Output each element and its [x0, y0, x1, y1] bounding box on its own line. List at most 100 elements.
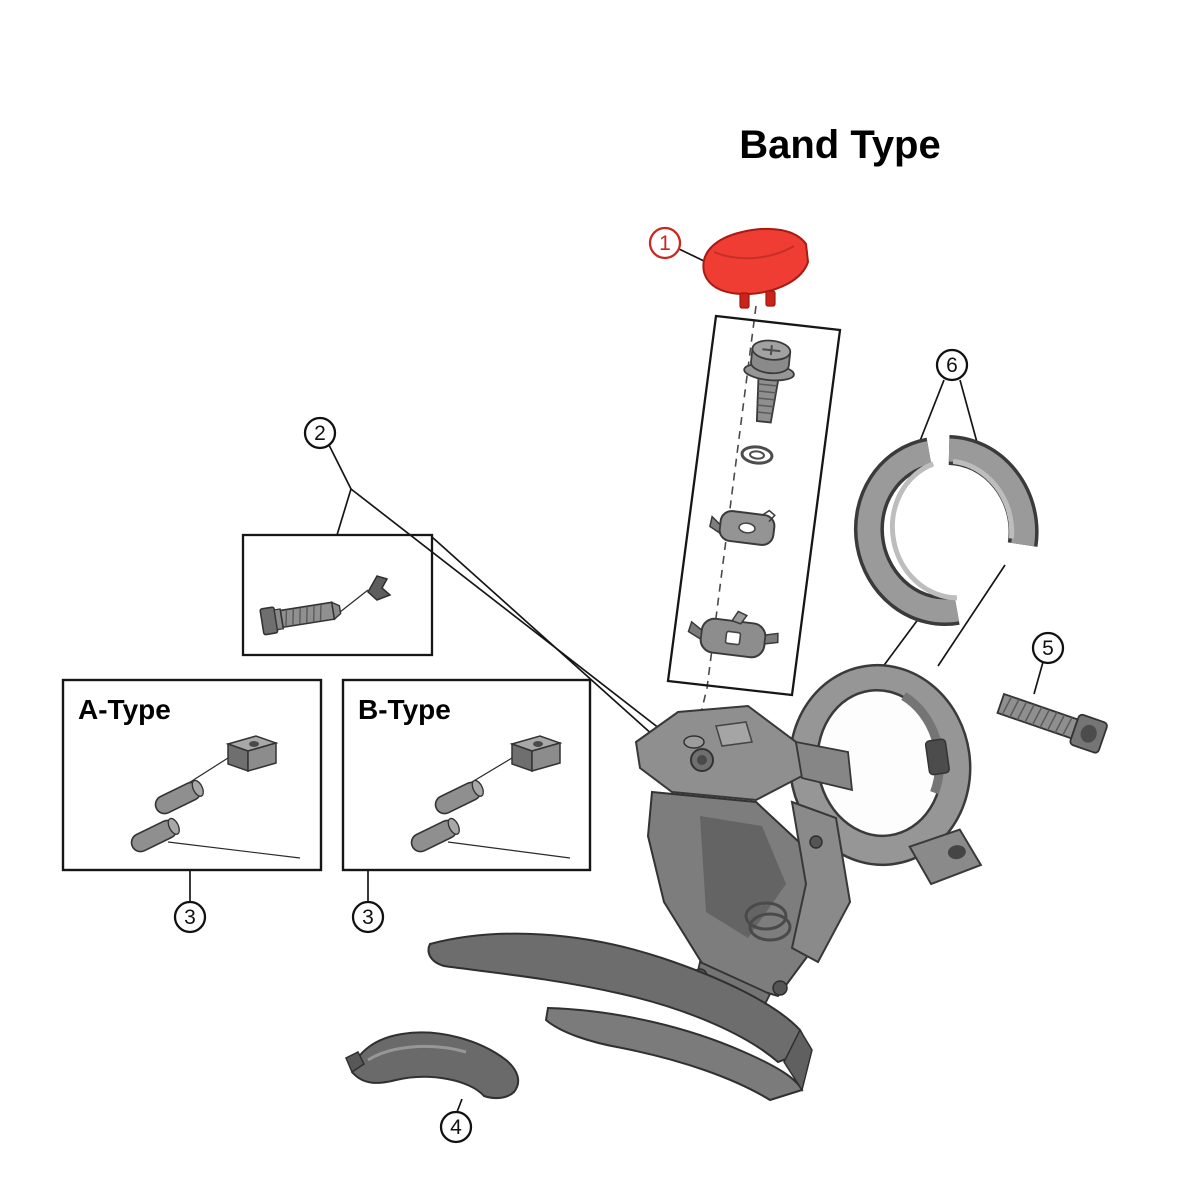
support-plate — [709, 509, 776, 546]
shim-left-face — [857, 441, 959, 623]
b-type-frame — [341, 678, 592, 872]
callout-5-number: 5 — [1042, 637, 1054, 660]
callout-2: 2 — [303, 416, 337, 450]
cover-crease — [713, 245, 795, 260]
mount-block-hole — [249, 741, 259, 747]
pin-end — [167, 817, 180, 835]
bolt-threads — [757, 383, 777, 415]
stopper-plate-ear-right — [763, 632, 779, 645]
skid-plate-shape — [350, 1031, 520, 1100]
leader-line — [328, 444, 352, 536]
clamp-band-slot — [924, 738, 950, 776]
callout-5: 5 — [1031, 631, 1065, 665]
callout-1-circle — [648, 226, 682, 260]
cage-inner-plate — [544, 1006, 804, 1102]
callout-3a-circle — [173, 900, 207, 934]
callout-2-circle — [303, 416, 337, 450]
stopper-plate-hole — [724, 630, 742, 646]
b-type-label: B-Type — [358, 694, 451, 725]
internal-leader-line — [447, 841, 571, 859]
callout-3b-circle — [351, 900, 385, 934]
a-type-box: A-Type — [61, 678, 323, 872]
page-title: Band Type — [739, 123, 941, 167]
mount-block-side — [247, 742, 277, 772]
pivot-rivet — [809, 835, 823, 849]
shim-left-highlight — [889, 461, 957, 601]
support-plate-tab — [709, 515, 721, 534]
clamp-band-rim-shade — [901, 692, 945, 795]
callout-3-b: 3 — [351, 900, 385, 934]
callouts: 1 2 3 3 4 5 6 — [173, 226, 1065, 1144]
spacer-pin — [154, 779, 204, 815]
o-ring-washer — [740, 445, 774, 465]
mount-block-hole — [533, 741, 543, 747]
part-5-clamp-bolt — [996, 692, 1108, 754]
leader-line — [937, 564, 1006, 667]
internal-leader-line — [339, 589, 369, 613]
bolt-head-slot — [762, 345, 781, 356]
shim-right-face — [948, 438, 1036, 547]
callout-6: 6 — [935, 348, 969, 382]
callout-6-circle — [935, 348, 969, 382]
part-2-box — [241, 533, 434, 657]
adjust-bolt — [743, 339, 795, 424]
cable-clamp-plate — [367, 575, 392, 601]
mount-block — [225, 735, 279, 773]
body-inner-shade — [700, 816, 786, 938]
fixing-bolt — [259, 601, 342, 636]
body-right-link — [790, 800, 852, 964]
callout-3-a: 3 — [173, 900, 207, 934]
part-1-assembly — [666, 314, 842, 697]
stopper-plate-tab — [730, 610, 748, 625]
callout-1-number: 1 — [659, 232, 671, 255]
cable-fixing-bolt-center — [697, 755, 707, 765]
part-1-cover-highlighted — [702, 227, 810, 309]
cage-tail-join — [783, 1028, 813, 1092]
clamp-band-bolt-hole — [947, 845, 966, 860]
cover-peg — [739, 292, 750, 309]
part-2-frame — [241, 533, 434, 657]
callout-4-circle — [439, 1110, 473, 1144]
callout-3b-number: 3 — [362, 906, 374, 929]
callout-3a-number: 3 — [184, 906, 196, 929]
stopper-plate-ear-left — [687, 620, 703, 641]
support-plate-hole — [738, 522, 756, 534]
pin-end — [447, 817, 460, 835]
skid-plate-highlight — [367, 1044, 467, 1062]
leader-line — [678, 248, 705, 262]
body-top-plate — [715, 721, 753, 747]
skid-plate-hook — [345, 1050, 365, 1074]
washer-inner — [749, 450, 765, 460]
leader-line — [959, 379, 979, 447]
internal-leader-line — [167, 841, 301, 859]
spacer-pin — [410, 817, 460, 853]
callout-5-circle — [1031, 631, 1065, 665]
clamp-band-lug — [908, 828, 983, 886]
return-spring-coil — [748, 912, 792, 942]
callout-4-number: 4 — [450, 1116, 462, 1139]
fixing-bolt-tip — [330, 601, 342, 621]
spacer-pin — [434, 779, 484, 815]
assembly-frame-box — [666, 314, 842, 697]
support-plate-bend — [762, 509, 776, 523]
adjust-boss — [683, 735, 705, 749]
body-top-arm — [634, 704, 804, 802]
pin-end — [191, 779, 204, 797]
callout-4: 4 — [439, 1110, 473, 1144]
part-6-band-shims — [853, 434, 1039, 627]
return-spring-coil — [744, 901, 788, 931]
cage-outer-plate — [427, 932, 812, 1064]
bolt-threads — [1001, 696, 1073, 736]
mount-block-side — [531, 742, 561, 772]
callout-2-number: 2 — [314, 422, 326, 445]
part-4-skid-plate — [345, 1031, 520, 1100]
a-type-frame — [61, 678, 323, 872]
shim-right-highlight — [952, 458, 1015, 539]
cover-peg — [765, 290, 776, 307]
callout-1: 1 — [648, 226, 682, 260]
cover-body — [702, 227, 810, 296]
pin-end — [471, 779, 484, 797]
derailleur-body — [427, 704, 854, 1102]
